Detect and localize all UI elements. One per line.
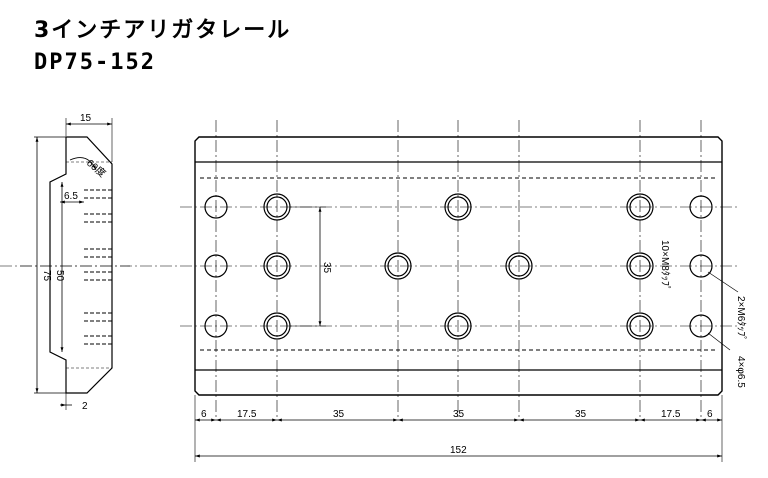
callout-through: 4×φ6.5	[735, 356, 746, 388]
dim-seg-5: 35	[575, 409, 587, 420]
page-title: 3インチアリガタレール	[34, 18, 292, 43]
dim-height-inner: 50	[54, 270, 65, 282]
dim-bottom: 2	[82, 401, 88, 412]
dim-seg-1: 6	[201, 409, 207, 420]
callout-tapped: 10×M8ﾀｯﾌﾟ	[659, 240, 671, 291]
dim-seg-4: 35	[453, 409, 465, 420]
dim-top-width: 15	[80, 113, 92, 124]
dim-seg-3: 35	[333, 409, 345, 420]
model-number: DP75-152	[34, 50, 156, 75]
dim-seg-7: 6	[707, 409, 713, 420]
callout-tapped-end: 2×M6ﾀｯﾌﾟ	[735, 296, 747, 341]
top-plan-view	[0, 120, 740, 462]
dim-seg-2: 17.5	[237, 409, 257, 420]
dim-depth: 6.5	[64, 191, 78, 202]
dim-hole-pitch: 35	[321, 262, 332, 274]
dim-seg-6: 17.5	[661, 409, 681, 420]
dim-total-length: 152	[450, 445, 467, 456]
side-profile-view	[20, 118, 130, 410]
dim-height-outer: 75	[41, 270, 52, 282]
